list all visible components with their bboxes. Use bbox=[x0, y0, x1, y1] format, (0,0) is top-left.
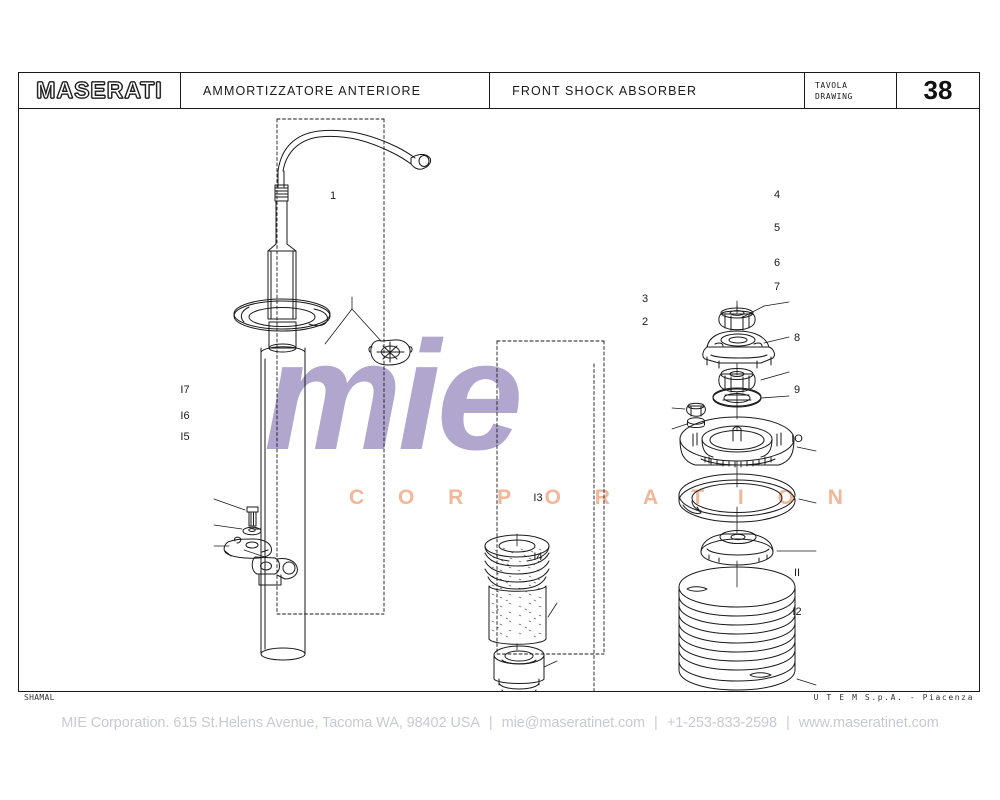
title-english-cell: FRONT SHOCK ABSORBER bbox=[490, 73, 805, 108]
contact-separator-1: | bbox=[488, 715, 493, 731]
callout-8: 8 bbox=[794, 332, 800, 344]
title-italian: AMMORTIZZATORE ANTERIORE bbox=[203, 83, 422, 98]
part-16-washer bbox=[213, 524, 262, 536]
drawing-label: DRAWING bbox=[815, 91, 853, 101]
contact-phone: +1-253-833-2598 bbox=[666, 715, 777, 731]
part-4-nut bbox=[718, 300, 790, 331]
callout-5: 5 bbox=[774, 222, 780, 234]
part-3-small-nut bbox=[671, 402, 706, 417]
title-bar: MASERATI AMMORTIZZATORE ANTERIORE FRONT … bbox=[19, 73, 979, 109]
part-15-bracket bbox=[213, 536, 272, 559]
diagram-canvas: mie C O R P O R A T I O N bbox=[19, 109, 979, 692]
maserati-logo-cell: MASERATI bbox=[19, 73, 181, 108]
callout-9: 9 bbox=[794, 384, 800, 396]
callout-I6: I6 bbox=[180, 410, 189, 422]
part-11-coil-spring bbox=[678, 566, 817, 691]
callout-6: 6 bbox=[774, 257, 780, 269]
maserati-logo: MASERATI bbox=[36, 76, 163, 103]
contact-address: MIE Corporation. 615 St.Helens Avenue, T… bbox=[61, 715, 480, 731]
boot-axis-line bbox=[516, 533, 518, 651]
tavola-cell: TAVOLA DRAWING bbox=[805, 73, 897, 108]
drawing-number: 38 bbox=[923, 75, 953, 105]
callout-I5: I5 bbox=[180, 431, 189, 443]
callout-I2: I2 bbox=[792, 606, 801, 618]
callout-I3: I3 bbox=[533, 492, 542, 504]
group-bracket-boot bbox=[496, 340, 605, 655]
contact-email[interactable]: mie@maseratinet.com bbox=[501, 715, 646, 731]
part-14-bump-stop bbox=[493, 645, 558, 692]
callout-7: 7 bbox=[774, 281, 780, 293]
callout-I4: I4 bbox=[533, 551, 542, 563]
callout-II: II bbox=[794, 567, 800, 579]
contact-bar: MIE Corporation. 615 St.Helens Avenue, T… bbox=[0, 710, 1000, 736]
part-17-bolt bbox=[213, 498, 259, 527]
frame-footer: SHAMAL U T E M S.p.A. - Piacenza bbox=[18, 688, 980, 706]
drawing-number-cell: 38 bbox=[897, 73, 979, 108]
callout-I7: I7 bbox=[180, 384, 189, 396]
title-italian-cell: AMMORTIZZATORE ANTERIORE bbox=[181, 73, 491, 108]
callout-IO: IO bbox=[791, 433, 803, 445]
callout-2: 2 bbox=[642, 316, 648, 328]
contact-separator-3: | bbox=[786, 715, 790, 731]
part-1-strut-assembly bbox=[233, 129, 432, 661]
callout-3: 3 bbox=[642, 293, 648, 305]
group-bracket-spring bbox=[593, 363, 595, 692]
contact-separator-2: | bbox=[654, 715, 658, 731]
part-7-washer bbox=[712, 387, 790, 408]
contact-website[interactable]: www.maseratinet.com bbox=[798, 715, 939, 731]
part-10-upper-insulator bbox=[700, 530, 817, 566]
part-13-dust-boot bbox=[484, 534, 558, 645]
part-5-upper-mount bbox=[702, 330, 790, 369]
part-1-upper-mount-detail bbox=[368, 339, 413, 366]
tavola-label: TAVOLA bbox=[815, 80, 848, 90]
callout-1: 1 bbox=[330, 190, 336, 202]
manufacturer-name: U T E M S.p.A. - Piacenza bbox=[813, 692, 974, 702]
drawing-frame: MASERATI AMMORTIZZATORE ANTERIORE FRONT … bbox=[18, 72, 980, 692]
part-9-mount-ring bbox=[678, 473, 817, 523]
model-name: SHAMAL bbox=[24, 692, 55, 702]
callout-4: 4 bbox=[774, 189, 780, 201]
title-english: FRONT SHOCK ABSORBER bbox=[512, 83, 698, 98]
